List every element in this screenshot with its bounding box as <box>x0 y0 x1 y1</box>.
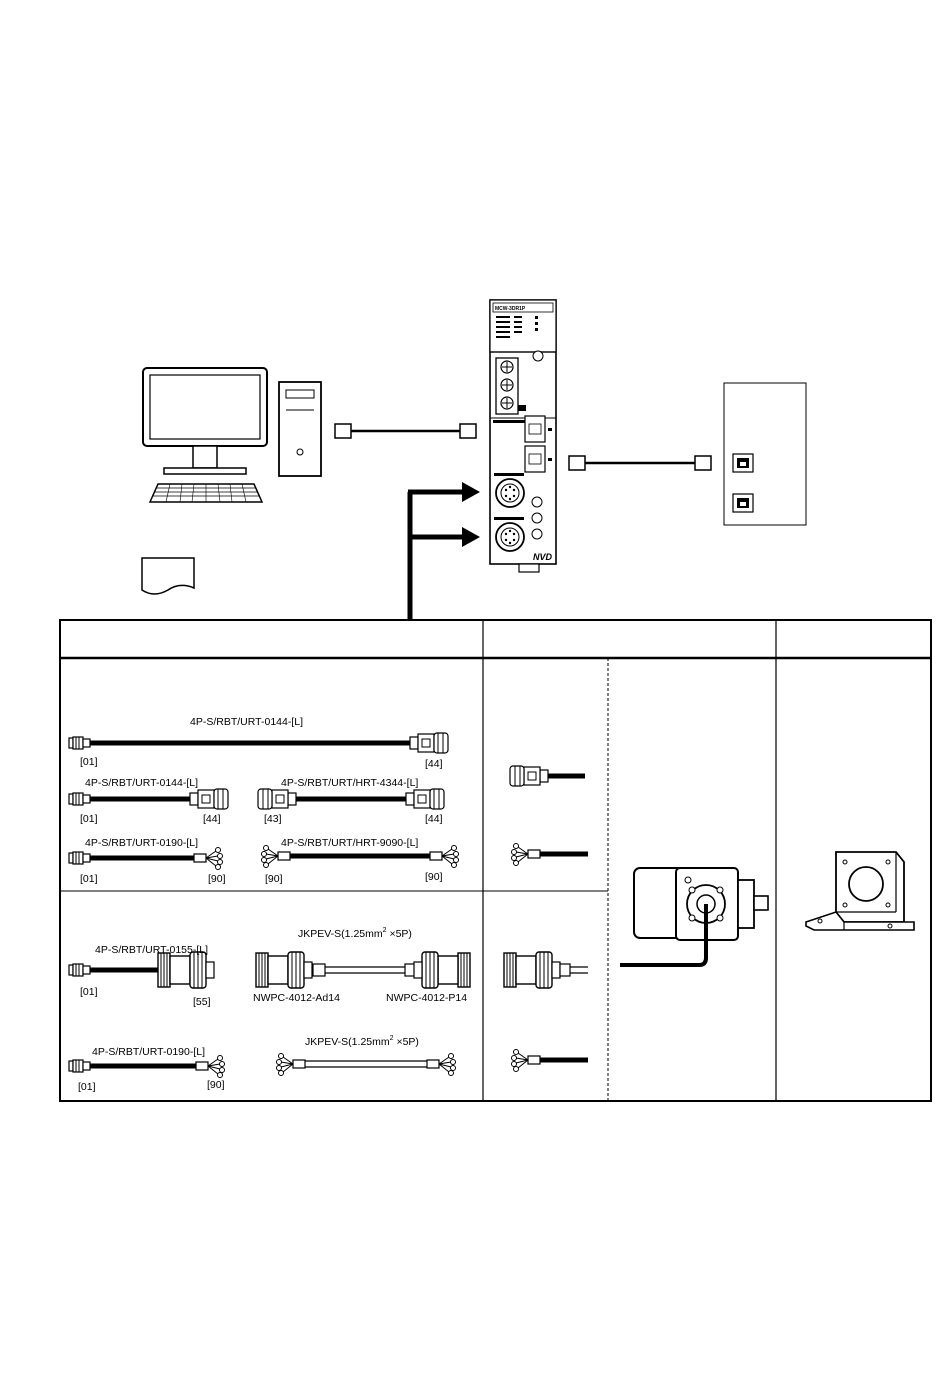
cable-0190-right-tag: [90] <box>208 873 226 885</box>
cable-0144-short <box>68 788 229 810</box>
cable-9090-left-tag: [90] <box>265 873 283 885</box>
cable-jkpev-nwpc <box>255 951 471 989</box>
document-icon <box>141 557 195 595</box>
connector-big-icon <box>503 951 588 989</box>
cable-0144-short-label: 4P-S/RBT/URT-0144-[L] <box>85 777 198 789</box>
cable-0155-left-tag: [01] <box>80 986 98 998</box>
cable-4344-left-tag: [43] <box>264 813 282 825</box>
cable-0144-long-right-tag: [44] <box>425 758 443 770</box>
cable-0144-long <box>68 732 449 754</box>
unit-brand-logo: NVD <box>533 552 553 562</box>
bracket-icon <box>805 851 915 931</box>
pc-tower-icon <box>278 381 322 477</box>
network-device <box>723 382 807 526</box>
cable-0144-long-left-tag: [01] <box>80 756 98 768</box>
controller-unit: MCW-3DR1P <box>489 299 557 573</box>
sensor-icon <box>620 867 769 967</box>
cable-0190 <box>68 846 224 871</box>
cable-0190-b-left-tag: [01] <box>78 1081 96 1093</box>
cable-0144-long-label: 4P-S/RBT/URT-0144-[L] <box>190 716 303 728</box>
nwpc-ad14-label: NWPC-4012-Ad14 <box>253 992 340 1004</box>
connector-plug-icon <box>509 765 585 787</box>
cable-0144-short-right-tag: [44] <box>203 813 221 825</box>
cable-0190-b-label: 4P-S/RBT/URT-0190-[L] <box>92 1046 205 1058</box>
ethernet-cable <box>568 455 712 471</box>
cable-4344 <box>257 788 445 810</box>
cable-0144-short-left-tag: [01] <box>80 813 98 825</box>
usb-cable <box>334 423 477 439</box>
keyboard-icon <box>148 483 264 503</box>
cable-4344-right-tag: [44] <box>425 813 443 825</box>
cable-0155 <box>68 951 215 989</box>
nwpc-p14-label: NWPC-4012-P14 <box>386 992 467 1004</box>
cable-0155-label: 4P-S/RBT/URT-0155-[L] <box>95 944 208 956</box>
cable-0190-b-right-tag: [90] <box>207 1079 225 1091</box>
cable-9090-right-tag: [90] <box>425 871 443 883</box>
sensor-feed-line <box>407 482 480 620</box>
monitor-icon <box>142 367 268 475</box>
cable-0190-left-tag: [01] <box>80 873 98 885</box>
connector-wires-icon-2 <box>510 1048 588 1073</box>
cable-jkpev-wires <box>275 1052 457 1077</box>
unit-model-label: MCW-3DR1P <box>495 306 526 312</box>
cable-9090 <box>260 844 460 869</box>
cable-0155-right-tag: [55] <box>193 996 211 1008</box>
jkpev-label-2: JKPEV-S(1.25mm2 ×5P) <box>305 1035 419 1048</box>
cable-table <box>59 619 932 1102</box>
jkpev-label-1: JKPEV-S(1.25mm2 ×5P) <box>298 927 412 940</box>
cable-9090-label: 4P-S/RBT/URT/HRT-9090-[L] <box>281 837 418 849</box>
connector-wires-icon <box>510 842 588 867</box>
cable-4344-label: 4P-S/RBT/URT/HRT-4344-[L] <box>281 777 418 789</box>
cable-0190-label: 4P-S/RBT/URT-0190-[L] <box>85 837 198 849</box>
cable-0190-b <box>68 1054 226 1079</box>
